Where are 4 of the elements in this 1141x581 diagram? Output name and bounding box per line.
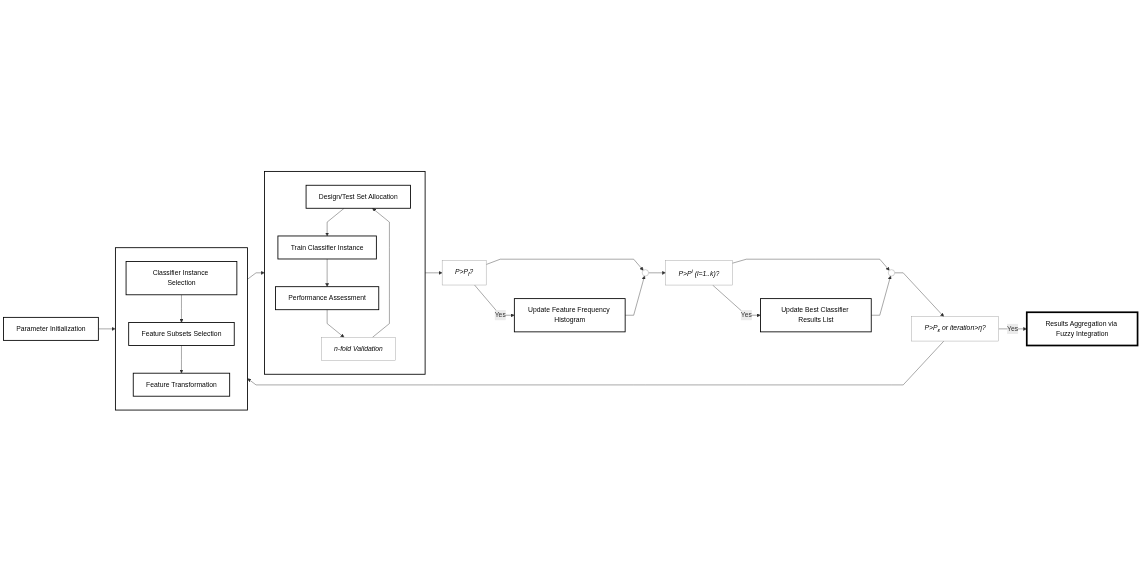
node-circle [888,269,895,276]
cluster [115,247,248,411]
cluster [264,170,426,375]
node-circle [642,269,649,276]
